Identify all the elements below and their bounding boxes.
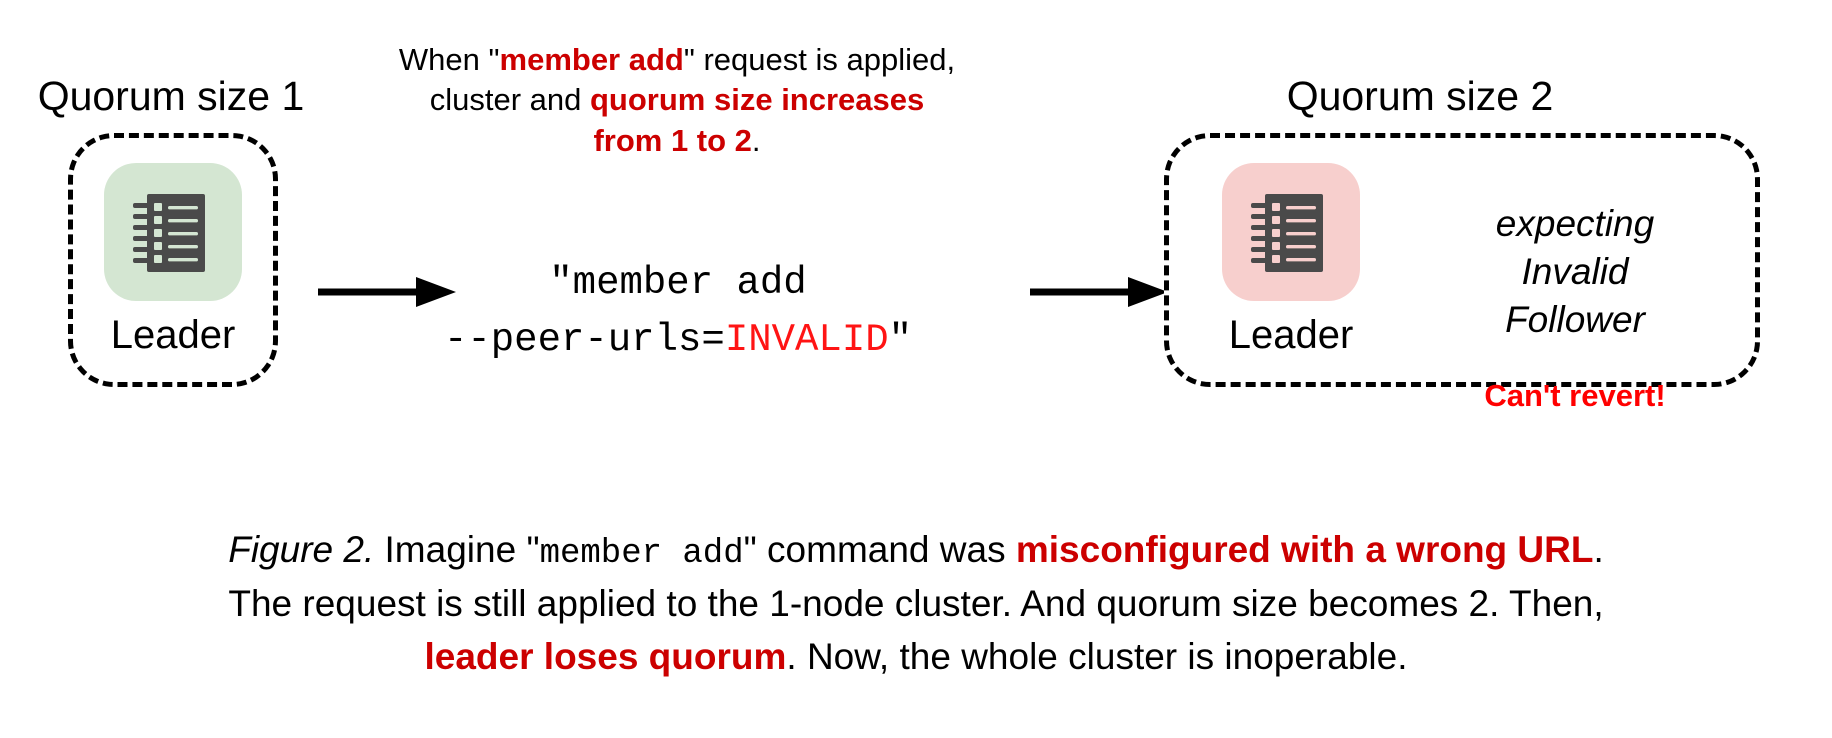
left-leader-node: Leader (104, 163, 242, 355)
command-close-quote: " (888, 317, 913, 362)
caption-line-3: leader loses quorum. Now, the whole clus… (0, 631, 1832, 684)
command-line-2: --peer-urls=INVALID" (392, 312, 964, 369)
note-l1-pre: When " (398, 42, 500, 77)
caption-seg-1: Imagine " (374, 529, 540, 570)
command-block: "member add --peer-urls=INVALID" (392, 255, 964, 368)
command-invalid-value: INVALID (724, 317, 889, 362)
status-line-3: Follower (1505, 299, 1645, 341)
caption-command-mono: member add (539, 535, 744, 573)
follower-status-text: expecting Invalid Follower (1435, 200, 1715, 344)
server-ledger-icon (1222, 163, 1360, 308)
caption-line-1: Figure 2. Imagine "member add" command w… (0, 524, 1832, 578)
server-ledger-icon (104, 163, 242, 308)
note-l3-post: . (751, 122, 761, 158)
left-leader-label: Leader (110, 313, 236, 357)
arrow-right-icon (318, 272, 458, 317)
note-l2-pre: cluster and (429, 82, 590, 118)
right-leader-node: Leader (1222, 163, 1360, 355)
top-annotation: When "member add" request is applied, cl… (372, 40, 982, 161)
note-l2-emphasis: quorum size increases (590, 82, 925, 118)
command-flag: --peer-urls= (443, 317, 725, 362)
status-line-2: Invalid (1521, 251, 1629, 293)
arrow-right-icon (1030, 272, 1170, 317)
left-panel-heading: Quorum size 1 (37, 73, 305, 119)
caption-seg-3: " command was (743, 529, 1016, 570)
caption-seg-5: . (1593, 529, 1604, 570)
caption-seg-8: . Now, the whole cluster is inoperable. (786, 635, 1408, 677)
figure-caption: Figure 2. Imagine "member add" command w… (0, 524, 1832, 683)
icon-shadow (1228, 286, 1354, 308)
right-leader-label: Leader (1228, 313, 1354, 357)
note-l3-emphasis: from 1 to 2 (593, 122, 752, 158)
top-annotation-line-1: When "member add" request is applied, (372, 40, 982, 80)
caption-emphasis-2: leader loses quorum (424, 635, 787, 677)
top-annotation-line-3: from 1 to 2. (372, 121, 982, 161)
cant-revert-alert: Can't revert! (1484, 378, 1666, 413)
status-line-1: expecting (1495, 203, 1655, 244)
icon-shadow (110, 286, 236, 308)
caption-line-2: The request is still applied to the 1-no… (0, 578, 1832, 631)
note-l1-post: " request is applied, (683, 42, 956, 77)
caption-seg-6: The request is still applied to the 1-no… (228, 583, 1604, 625)
caption-figure-label: Figure 2. (228, 529, 375, 570)
caption-emphasis-1: misconfigured with a wrong URL (1015, 529, 1594, 570)
note-l1-emphasis: member add (499, 42, 684, 77)
command-line-1: "member add (549, 261, 807, 305)
top-annotation-line-2: cluster and quorum size increases (372, 80, 982, 120)
right-panel-heading: Quorum size 2 (1286, 73, 1554, 119)
